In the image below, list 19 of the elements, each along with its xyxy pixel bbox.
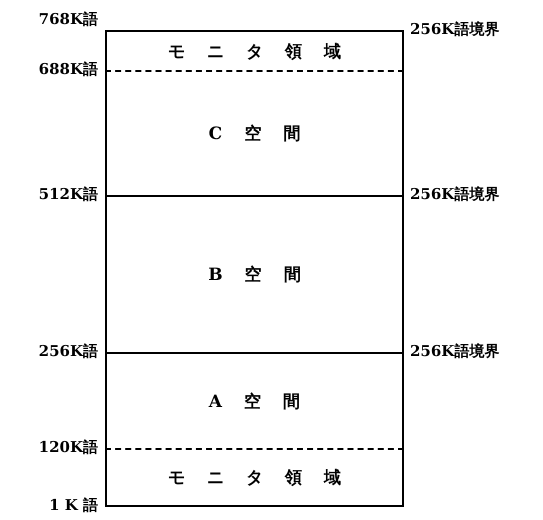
- region-label: B空間: [208, 264, 323, 286]
- boundary-label: 256K語境界: [410, 185, 500, 203]
- address-label: 120K語: [38, 438, 98, 456]
- region-label: モニタ領域: [168, 467, 364, 489]
- memory-region: [105, 30, 404, 70]
- address-label: 512K語: [38, 185, 98, 203]
- region-label: モニタ領域: [168, 40, 364, 62]
- boundary-label: 256K語境界: [410, 20, 500, 38]
- region-label: C空間: [208, 123, 322, 145]
- address-label: 256K語: [38, 342, 98, 360]
- address-label: 1 K 語: [49, 496, 98, 514]
- memory-region: [105, 448, 404, 507]
- memory-region: [105, 70, 404, 195]
- memory-region: [105, 195, 404, 352]
- address-label: 768K語: [38, 10, 98, 28]
- region-label: A空間: [208, 390, 322, 412]
- memory-region: [105, 352, 404, 448]
- boundary-label: 256K語境界: [410, 342, 500, 360]
- address-label: 688K語: [38, 60, 98, 78]
